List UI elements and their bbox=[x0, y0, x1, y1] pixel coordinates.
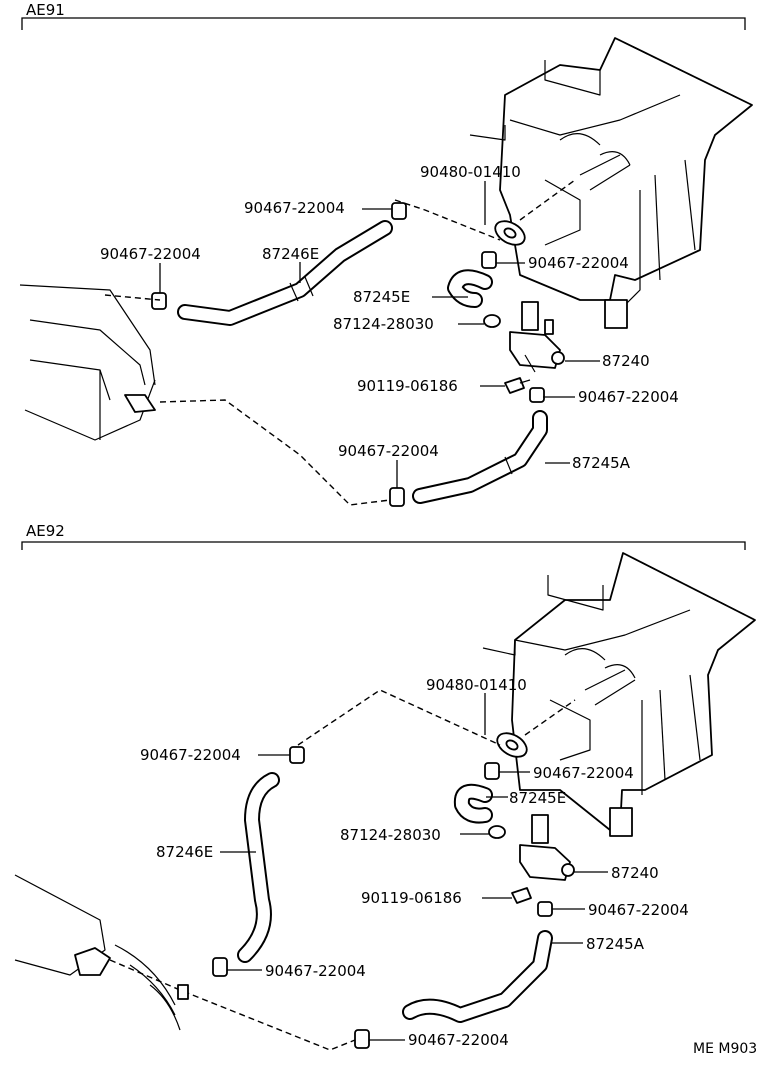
label-hose-87245a: 87245A bbox=[586, 935, 645, 953]
label-grommet: 90480-01410 bbox=[420, 163, 521, 181]
label-clip-lower: 90467-22004 bbox=[588, 901, 689, 919]
hose-87245e bbox=[447, 269, 493, 308]
band-87124-28030 bbox=[488, 825, 506, 839]
label-band: 87124-28030 bbox=[340, 826, 441, 844]
hose-clip bbox=[151, 202, 545, 507]
label-bolt: 90119-06186 bbox=[361, 889, 462, 907]
hose-87246e bbox=[237, 772, 280, 963]
label-band: 87124-28030 bbox=[333, 315, 434, 333]
hose-clip bbox=[212, 746, 553, 1049]
label-hose-87245e: 87245E bbox=[509, 789, 566, 807]
hose-87245a bbox=[412, 410, 548, 504]
engine-block bbox=[19, 284, 391, 506]
hose-87245a bbox=[402, 930, 553, 1023]
section-ae92: AE92 bbox=[14, 522, 756, 1051]
water-valve-87240 bbox=[509, 301, 565, 373]
label-clip-mid: 90467-22004 bbox=[265, 962, 366, 980]
label-clip-top: 90467-22004 bbox=[140, 746, 241, 764]
label-valve: 87240 bbox=[602, 352, 650, 370]
label-clip-left: 90467-22004 bbox=[100, 245, 201, 263]
bolt-90119-06186 bbox=[504, 377, 531, 394]
label-clip-valve: 90467-22004 bbox=[533, 764, 634, 782]
section-bracket-ae92 bbox=[21, 541, 746, 550]
label-clip-lower: 90467-22004 bbox=[578, 388, 679, 406]
leader-lines bbox=[220, 693, 608, 1041]
label-hose-87245e: 87245E bbox=[353, 288, 410, 306]
section-title-ae92: AE92 bbox=[26, 522, 65, 540]
hose-87245e bbox=[453, 783, 493, 824]
grommet-90480-01410 bbox=[494, 220, 526, 246]
water-valve-87240 bbox=[519, 814, 575, 881]
callout-labels-ae91: 90480-01410 90467-22004 90467-22004 8724… bbox=[100, 163, 679, 472]
leader-lines bbox=[159, 181, 600, 488]
label-bolt: 90119-06186 bbox=[357, 377, 458, 395]
heater-unit bbox=[469, 37, 753, 329]
section-title-ae91: AE91 bbox=[26, 1, 65, 19]
bolt-90119-06186 bbox=[511, 887, 532, 904]
label-clip-top: 90467-22004 bbox=[244, 199, 345, 217]
label-hose-87246e: 87246E bbox=[262, 245, 319, 263]
label-hose-87245a: 87245A bbox=[572, 454, 631, 472]
label-clip-bottom: 90467-22004 bbox=[408, 1031, 509, 1049]
label-grommet: 90480-01410 bbox=[426, 676, 527, 694]
engine-block bbox=[14, 874, 356, 1051]
band-87124-28030 bbox=[483, 314, 501, 328]
hose-87246e bbox=[177, 220, 393, 326]
section-ae91: AE91 bbox=[19, 1, 753, 507]
heater-unit bbox=[482, 552, 756, 837]
label-hose-87246e: 87246E bbox=[156, 843, 213, 861]
footer-code: ME M903 bbox=[693, 1041, 757, 1057]
label-clip-bottom: 90467-22004 bbox=[338, 442, 439, 460]
grommet-90480-01410 bbox=[496, 732, 528, 758]
callout-labels-ae92: 90480-01410 90467-22004 90467-22004 8724… bbox=[140, 676, 689, 1049]
label-valve: 87240 bbox=[611, 864, 659, 882]
section-bracket-ae91 bbox=[21, 17, 746, 30]
label-clip-valve: 90467-22004 bbox=[528, 254, 629, 272]
